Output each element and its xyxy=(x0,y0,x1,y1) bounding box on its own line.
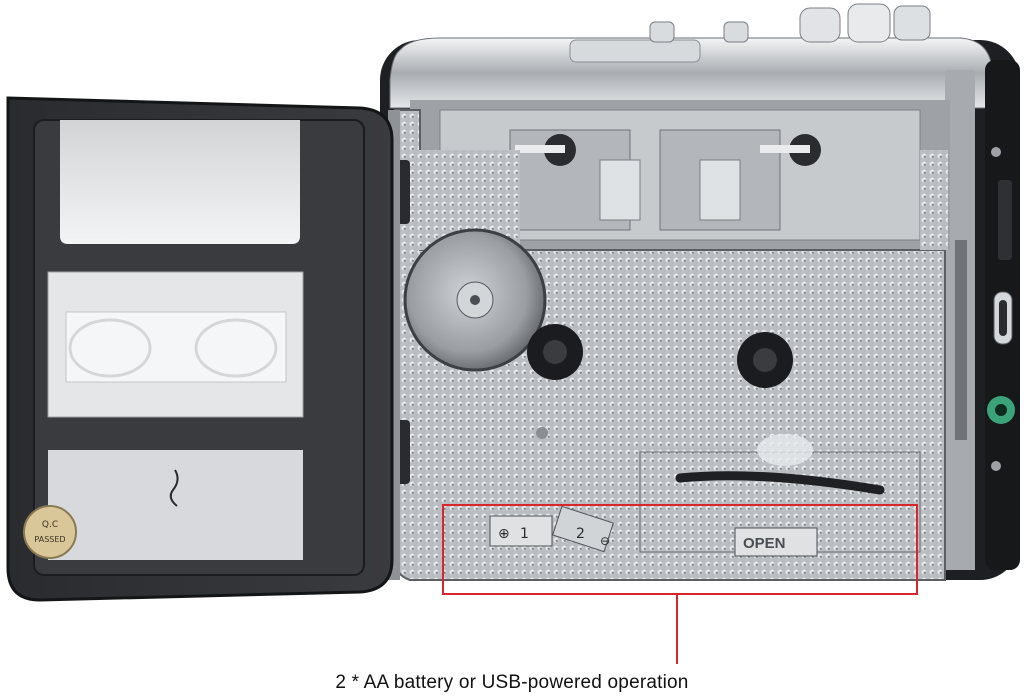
opened-lid: Q.C PASSED xyxy=(6,96,394,602)
battery-plus-symbol: ⊕ xyxy=(498,526,510,542)
open-label: OPEN xyxy=(743,535,786,552)
callout-box xyxy=(442,504,918,595)
battery-cell-1: 1 xyxy=(520,526,529,542)
battery-cell-2: 2 xyxy=(576,526,585,542)
control-buttons[interactable] xyxy=(649,3,931,43)
qc-line1: Q.C xyxy=(42,520,58,530)
side-ports xyxy=(985,60,1020,570)
battery-callout xyxy=(442,504,918,664)
qc-passed-sticker: Q.C PASSED xyxy=(23,505,77,559)
open-label-plate xyxy=(734,527,818,557)
battery-markings: ⊕ 1 2 ⊖ xyxy=(489,505,614,553)
cassette-bay: ⊕ 1 2 ⊖ OPEN xyxy=(394,109,948,581)
lid-window-top xyxy=(60,120,300,244)
qc-line2: PASSED xyxy=(34,535,65,544)
spindle-right xyxy=(737,332,793,388)
caption-text: 2 * AA battery or USB-powered operation xyxy=(335,672,689,693)
spindle-left xyxy=(527,324,583,380)
battery-minus-symbol: ⊖ xyxy=(600,534,610,548)
